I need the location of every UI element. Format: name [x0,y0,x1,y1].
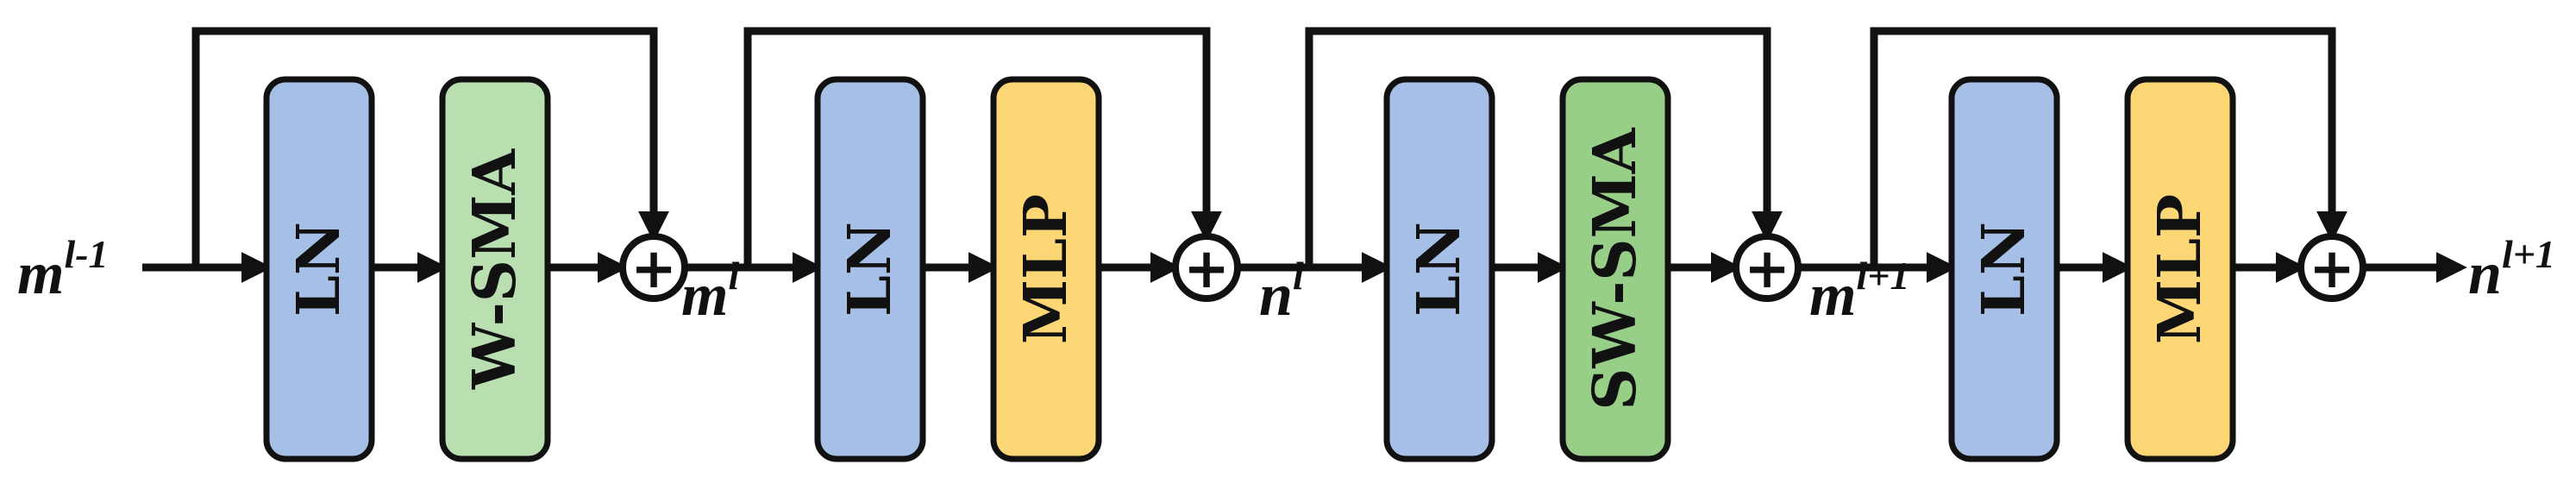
variable-superscript: l-1 [64,232,108,276]
variable-base: m [17,241,64,307]
variable-superscript: l+1 [1856,254,1909,298]
block-mlp-8 [2124,76,2236,462]
block-label-3: LN [836,222,905,317]
plus-icon: + [630,237,677,301]
block-label-2: W-SMA [461,148,530,390]
plus-icon: + [2309,237,2355,301]
variable-base: m [1809,262,1856,329]
skip-connection-1 [191,27,669,267]
block-label-5: LN [1405,222,1474,317]
variable-superscript: l [1293,254,1304,298]
variable-label-2: ml [681,254,739,329]
variable-base: m [681,262,728,329]
skip-connection-4 [1870,27,2347,267]
plus-icon: + [1744,237,1790,301]
block-ln-7 [1948,76,2060,462]
block-label-1: LN [285,222,354,317]
plus-icon: + [1183,237,1230,301]
block-label-4: MLP [1012,194,1081,344]
variable-label-3: nl [1259,254,1304,329]
block-sw-sma-6 [1559,76,1671,462]
adder-circle-1 [619,233,688,302]
blocks-layer [263,76,2366,462]
variable-label-4: ml+1 [1809,254,1909,329]
block-label-7: LN [1970,222,2039,317]
variable-label-5: nl+1 [2468,232,2555,307]
skip-connection-3 [1305,27,1783,267]
block-mlp-4 [990,76,1102,462]
block-ln-5 [1383,76,1495,462]
variable-superscript: l [728,254,739,298]
variable-label-1: ml-1 [17,232,109,307]
variable-base: n [2468,241,2502,307]
connection-lines [142,27,2467,283]
adder-circle-3 [1733,233,1802,302]
variable-superscript: l+1 [2502,232,2555,276]
block-ln-1 [263,76,375,462]
block-ln-3 [814,76,926,462]
skip-connection-2 [743,27,1222,267]
variable-base: n [1259,262,1293,329]
adder-circle-2 [1172,233,1241,302]
block-label-6: SW-SMA [1581,127,1650,410]
block-w-sma-2 [439,76,551,462]
block-label-8: MLP [2146,194,2215,344]
adder-circle-4 [2297,233,2366,302]
